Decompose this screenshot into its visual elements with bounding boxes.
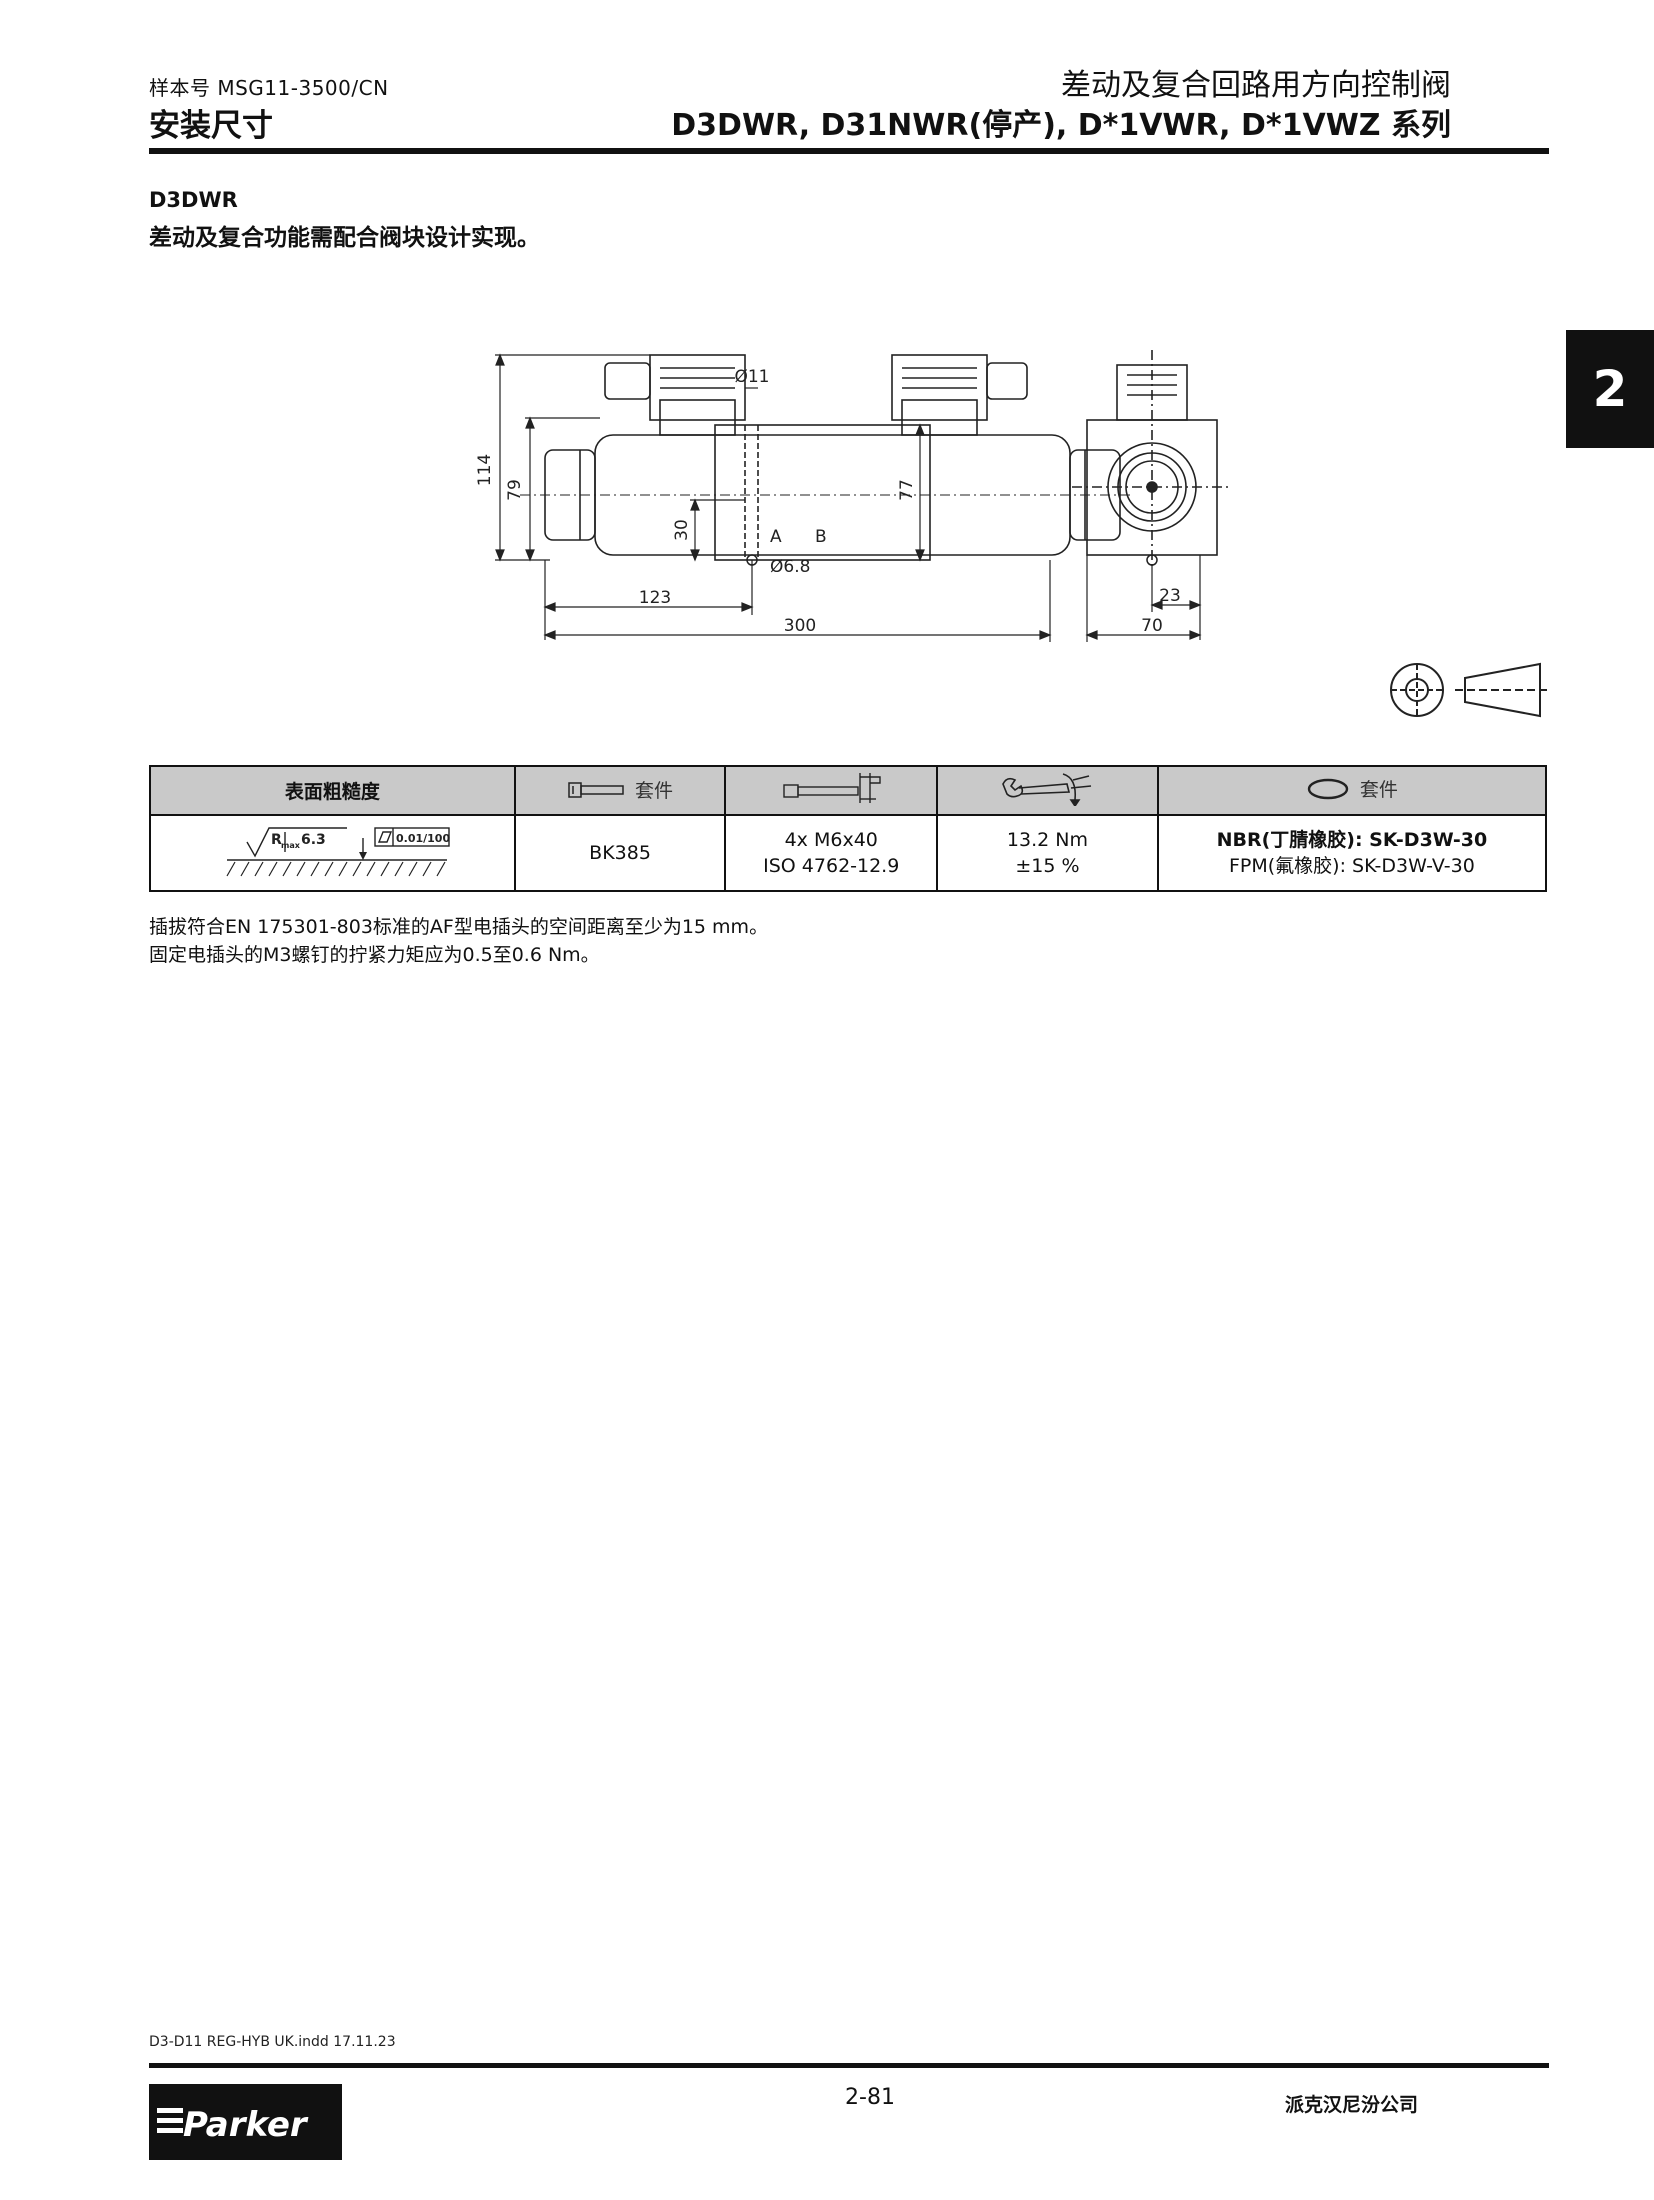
model-subtitle: 差动及复合功能需配合阀块设计实现。 (149, 225, 540, 251)
bolt-icon (568, 782, 624, 798)
roughness-cell: R max 6.3 0.01/100 (149, 814, 516, 892)
dimension-drawing: 114 79 77 30 Ø11 Ø6.8 A B 123 300 23 70 (475, 350, 1232, 642)
torque-value: 13.2 Nm (1006, 829, 1088, 851)
screws-qty: 4x M6x40 (784, 829, 878, 851)
header-bolt-kit: 套件 (513, 765, 727, 816)
seal-fpm: FPM(氟橡胶): SK-D3W-V-30 (1228, 855, 1475, 877)
torque-cell: 13.2 Nm ±15 % (936, 814, 1159, 892)
dim-d11: Ø11 (734, 367, 769, 387)
company-name: 派克汉尼汾公司 (1284, 2094, 1418, 2116)
port-b-label: B (815, 527, 827, 547)
page-title-line1: 差动及复合回路用方向控制阀 (1061, 68, 1451, 103)
dim-70: 70 (1141, 616, 1163, 636)
section-title: 安装尺寸 (149, 108, 273, 144)
rmax-value: 6.3 (301, 832, 326, 848)
footer-filename: D3-D11 REG-HYB UK.indd 17.11.23 (149, 2034, 396, 2050)
screws-cell: 4x M6x40 ISO 4762-12.9 (724, 814, 939, 892)
header-torque (936, 765, 1159, 816)
parker-logo: Parker (149, 2084, 342, 2160)
spec-table: 表面粗糙度 套件 (149, 765, 1548, 892)
svg-text:R: R (271, 832, 282, 848)
header-roughness: 表面粗糙度 (149, 765, 516, 816)
catalog-number: 样本号 MSG11-3500/CN (149, 76, 389, 100)
page-title-line2: D3DWR, D31NWR(停产), D*1VWR, D*1VWZ 系列 (671, 108, 1451, 143)
o-ring-icon (1307, 778, 1349, 799)
port-a-label: A (770, 527, 782, 547)
bolt-kit-cell: BK385 (513, 814, 727, 892)
wrench-icon (1002, 773, 1092, 808)
note-screw-torque: 固定电插头的M3螺钉的拧紧力矩应为0.5至0.6 Nm。 (149, 944, 600, 966)
dim-d68: Ø6.8 (770, 557, 810, 577)
header-rule (149, 148, 1549, 154)
dim-77: 77 (897, 479, 917, 501)
dim-300: 300 (784, 616, 816, 636)
projection-symbol-icon (1390, 662, 1547, 718)
screws-standard: ISO 4762-12.9 (763, 855, 900, 877)
header-screws (724, 765, 939, 816)
dim-123: 123 (639, 588, 671, 608)
seal-nbr: NBR(丁腈橡胶): SK-D3W-30 (1216, 829, 1488, 851)
dim-23: 23 (1159, 586, 1181, 606)
note-connector-clearance: 插拔符合EN 175301-803标准的AF型电插头的空间距离至少为15 mm。 (149, 916, 769, 938)
dim-30: 30 (672, 519, 692, 541)
page-number: 2-81 (845, 2085, 895, 2110)
flatness-value: 0.01/100 (396, 832, 450, 845)
table-row: R max 6.3 0.01/100 BK385 4x M6x40 ISO 47… (149, 814, 1548, 892)
logo-text: Parker (183, 2105, 309, 2145)
torque-tolerance: ±15 % (1015, 855, 1080, 877)
svg-text:max: max (281, 841, 301, 850)
seal-kit-cell: NBR(丁腈橡胶): SK-D3W-30 FPM(氟橡胶): SK-D3W-V-… (1156, 814, 1548, 892)
header-seal-kit: 套件 (1156, 765, 1548, 816)
dim-79: 79 (505, 479, 525, 501)
caliper-bolt-icon (783, 773, 881, 803)
model-title: D3DWR (149, 188, 238, 212)
chapter-tab: 2 (1566, 330, 1654, 448)
footer-rule (149, 2063, 1549, 2068)
surface-roughness-symbol: R max 6.3 0.01/100 (226, 826, 451, 876)
dim-114: 114 (475, 454, 495, 486)
